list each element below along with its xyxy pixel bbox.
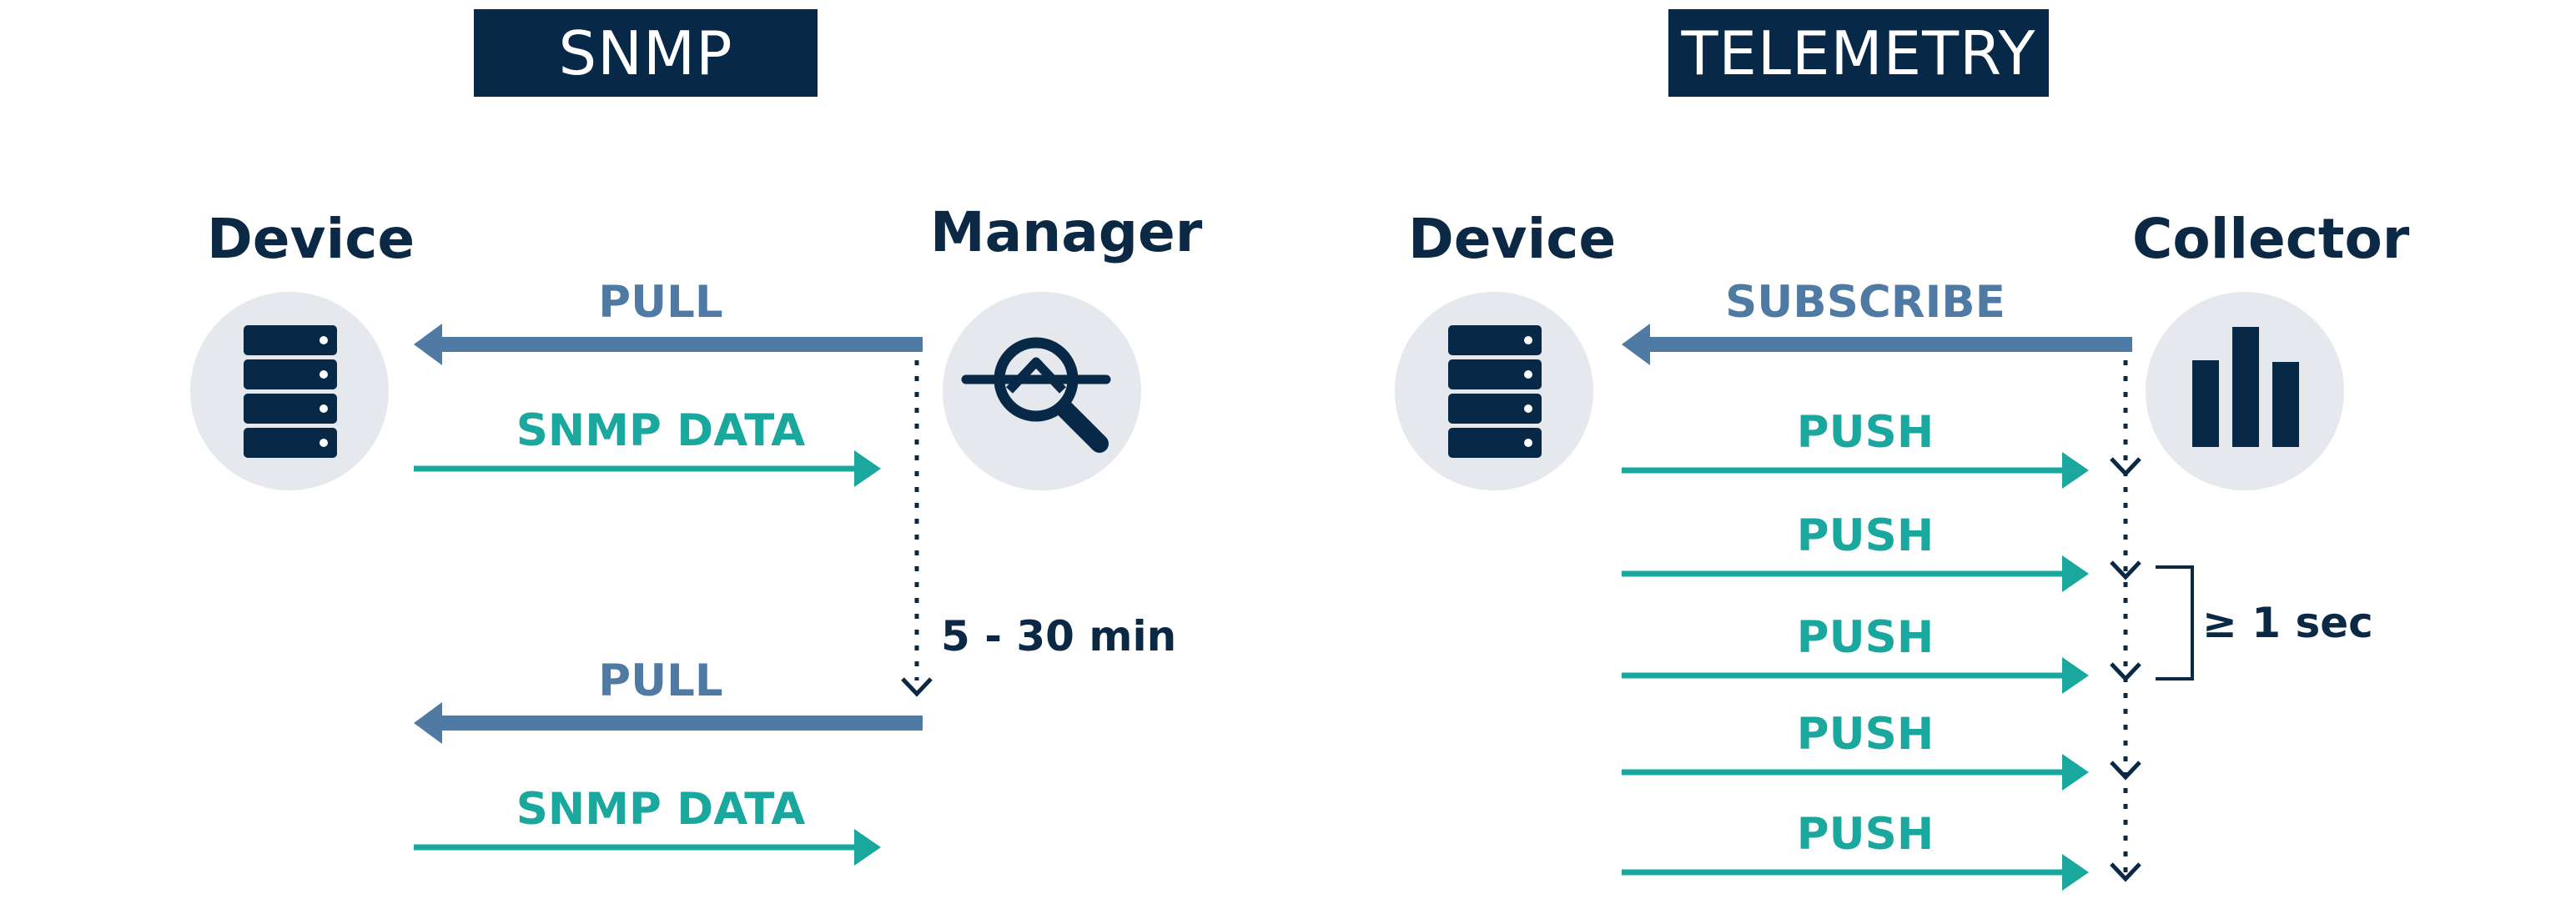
telemetry-push-arrow-4 (1622, 754, 2089, 791)
telemetry-interval-line (2110, 360, 2141, 882)
telemetry-push-label-3: PUSH (1796, 612, 1935, 663)
telemetry-collector-node (2146, 292, 2344, 490)
telemetry-device-node (1395, 292, 1593, 490)
snmp-data-label-2: SNMP DATA (516, 784, 806, 835)
telemetry-subscribe-label: SUBSCRIBE (1725, 277, 2005, 328)
bar-chart-icon (2192, 327, 2299, 447)
telemetry-push-arrow-5 (1622, 854, 2089, 891)
telemetry-push-label-1: PUSH (1796, 407, 1935, 458)
telemetry-title: TELEMETRY (1668, 9, 2049, 97)
snmp-title: SNMP (474, 9, 818, 97)
interval-bracket (2156, 565, 2194, 680)
snmp-pull-arrow-2 (414, 702, 923, 744)
snmp-data-arrow-2 (414, 829, 881, 866)
telemetry-collector-label: Collector (2132, 207, 2410, 271)
snmp-interval-line (901, 360, 933, 697)
snmp-pull-label-1: PULL (598, 277, 723, 328)
snmp-pull-label-2: PULL (598, 655, 723, 706)
telemetry-subscribe-arrow (1622, 324, 2132, 365)
telemetry-push-label-4: PUSH (1796, 709, 1935, 760)
snmp-interval-label: 5 - 30 min (941, 612, 1177, 660)
snmp-device-node (190, 292, 389, 490)
telemetry-title-text: TELEMETRY (1681, 18, 2036, 88)
snmp-manager-node (943, 292, 1141, 490)
server-icon (1448, 325, 1542, 458)
telemetry-push-label-5: PUSH (1796, 809, 1935, 860)
snmp-manager-label: Manager (930, 200, 1203, 264)
magnifier-icon (961, 337, 1111, 453)
telemetry-push-label-2: PUSH (1796, 510, 1935, 561)
snmp-device-label: Device (207, 207, 415, 271)
telemetry-push-arrow-2 (1622, 555, 2089, 592)
snmp-pull-arrow-1 (414, 324, 923, 365)
telemetry-push-arrow-1 (1622, 452, 2089, 489)
snmp-title-text: SNMP (558, 18, 733, 88)
telemetry-device-label: Device (1408, 207, 1617, 271)
telemetry-interval-label: ≥ 1 sec (2202, 599, 2373, 647)
telemetry-push-arrow-3 (1622, 657, 2089, 694)
server-icon (244, 325, 337, 458)
snmp-data-label-1: SNMP DATA (516, 405, 806, 456)
snmp-data-arrow-1 (414, 450, 881, 487)
